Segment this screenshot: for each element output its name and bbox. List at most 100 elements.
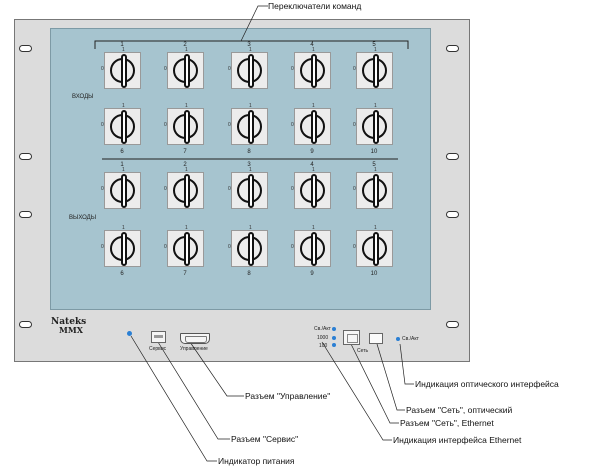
off-mark: 0 [291,244,294,250]
ethernet-port[interactable] [343,330,360,345]
switch-number: 2 [183,42,187,48]
network-port-label: Сеть [357,348,369,354]
mount-hole [19,211,32,218]
on-mark: 1 [249,225,252,231]
off-mark: 0 [101,186,104,192]
off-mark: 0 [164,244,167,250]
control-port-label: Управление [180,346,208,352]
callout-service-connector: Разъем "Сервис" [231,434,299,444]
off-mark: 0 [164,186,167,192]
on-mark: 1 [185,47,188,53]
service-port[interactable] [151,331,166,343]
outputs-label: ВЫХОДЫ [69,215,97,221]
switch-handle[interactable] [184,110,190,144]
switch-handle[interactable] [248,54,254,88]
switch-handle[interactable] [311,174,317,208]
switch-number: 4 [310,42,314,48]
switch-handle[interactable] [248,174,254,208]
switch-handle[interactable] [184,174,190,208]
off-mark: 0 [353,122,356,128]
logo-line2: MMX [59,325,83,335]
switch-handle[interactable] [373,54,379,88]
logo-line1: Nateks [51,317,87,327]
callout-ethernet-indicator: Индикация интерфейса Ethernet [393,435,522,445]
callout-control-connector: Разъем "Управление" [245,391,331,401]
switch-handle[interactable] [311,232,317,266]
mount-hole [19,153,32,160]
off-mark: 0 [101,122,104,128]
off-mark: 0 [228,66,231,72]
callout-optical-indicator: Индикация оптического интерфейса [415,379,559,389]
on-mark: 1 [185,103,188,109]
switch-number: 3 [247,42,251,48]
switch-number: 6 [120,149,124,155]
switch-handle[interactable] [248,232,254,266]
switch-handle[interactable] [184,54,190,88]
on-mark: 1 [249,103,252,109]
on-mark: 1 [122,225,125,231]
mount-hole [19,321,32,328]
on-mark: 1 [312,47,315,53]
on-mark: 1 [312,225,315,231]
speed-100-led [332,343,336,347]
optical-link-led [396,337,400,341]
optical-port[interactable] [369,333,383,344]
off-mark: 0 [291,122,294,128]
callout-power-indicator: Индикатор питания [218,456,295,466]
on-mark: 1 [249,167,252,173]
switch-handle[interactable] [121,110,127,144]
switch-number: 2 [183,162,187,168]
switch-handle[interactable] [311,110,317,144]
control-port[interactable] [180,333,210,344]
switch-number: 10 [370,149,378,155]
switch-handle[interactable] [248,110,254,144]
switch-number: 3 [247,162,251,168]
switch-handle[interactable] [121,54,127,88]
switch-handle[interactable] [373,110,379,144]
switch-handle[interactable] [184,232,190,266]
switch-number: 4 [310,162,314,168]
switch-number: 10 [370,271,378,277]
switch-handle[interactable] [121,174,127,208]
callout-network-ethernet: Разъем "Сеть", Ethernet [400,418,494,428]
switch-number: 6 [120,271,124,277]
switch-handle[interactable] [121,232,127,266]
speed-100-label: 100 [319,343,328,349]
switch-handle[interactable] [373,174,379,208]
link-act-label: Св./Акт [314,326,331,332]
switch-number: 5 [372,162,376,168]
on-mark: 1 [122,167,125,173]
link-act-led [332,327,336,331]
switch-handle[interactable] [373,232,379,266]
callout-network-optical: Разъем "Сеть", оптический [406,405,513,415]
switch-number: 8 [247,271,251,277]
switch-number: 7 [183,271,187,277]
power-indicator-led [127,331,132,336]
off-mark: 0 [101,66,104,72]
switch-handle[interactable] [311,54,317,88]
off-mark: 0 [228,122,231,128]
on-mark: 1 [122,47,125,53]
off-mark: 0 [291,66,294,72]
switch-number: 9 [310,271,314,277]
